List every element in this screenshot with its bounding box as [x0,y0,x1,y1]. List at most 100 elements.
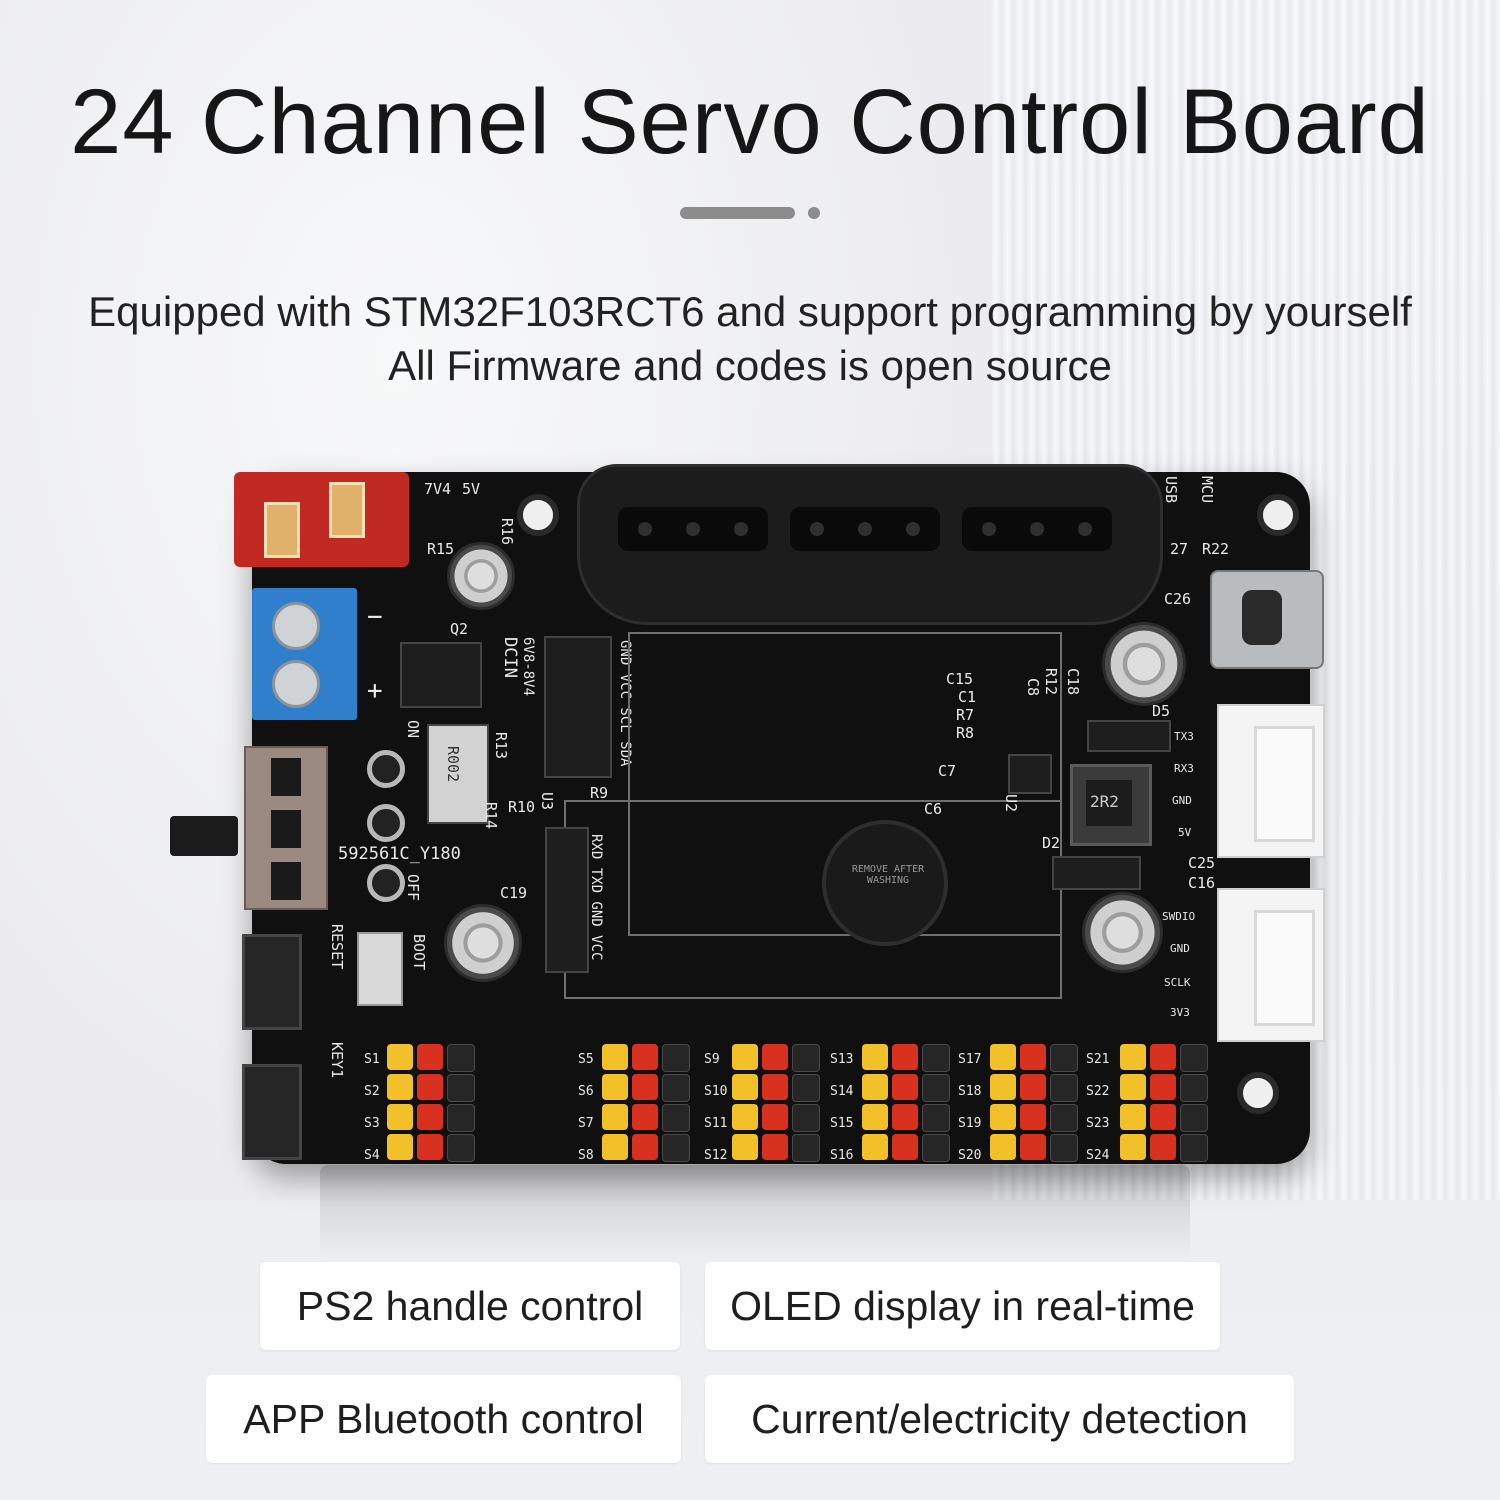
regulator-chip [1008,754,1052,794]
label-r13: R13 [492,732,510,760]
servo-label: S7 [578,1116,594,1131]
connector-pad [329,482,365,538]
servo-header-group [602,1044,738,1162]
servo-label: S1 [364,1052,380,1067]
label-5v-pin: 5V [1178,826,1192,839]
label-r12: R12 [1042,668,1060,696]
label-dcin: DCIN [500,637,520,678]
servo-label: S14 [830,1084,854,1099]
servo-label: S4 [364,1148,380,1163]
label-mcu: MCU [1198,476,1216,504]
capacitor [1082,892,1163,973]
solder-pad [367,804,405,842]
feature-bluetooth-control: APP Bluetooth control [206,1375,681,1463]
servo-label: S3 [364,1116,380,1131]
label-c16: C16 [1188,874,1216,892]
label-gnd: GND [1172,794,1192,807]
label-2r2: 2R2 [1090,792,1119,811]
buzzer-label: REMOVE AFTER WASHING [851,864,925,886]
divider-bar [680,207,795,219]
uart-header [545,827,589,973]
servo-label: S20 [958,1148,982,1163]
subtitle-line-1: Equipped with STM32F103RCT6 and support … [88,288,1412,335]
servo-label: S8 [578,1148,594,1163]
label-on: ON [404,720,422,739]
label-off: OFF [404,874,422,902]
label-c1: C1 [958,688,977,706]
switch-window [271,810,301,848]
inductor-core: 2R2 [1086,780,1132,826]
servo-label: S21 [1086,1052,1110,1067]
ps2-slot [618,507,768,551]
oled-outline [628,632,1062,936]
key1-button[interactable] [242,1064,302,1160]
bluetooth-module-outline [564,800,1062,999]
label-r22: R22 [1202,540,1230,558]
jst-housing [1254,726,1315,842]
mosfet-chip [400,642,482,708]
servo-label: S10 [704,1084,728,1099]
dc-power-connector [234,472,409,567]
board-reflection [320,1165,1190,1260]
label-c26: C26 [1164,590,1192,608]
label-c25: C25 [1188,854,1216,872]
label-r16: R16 [498,518,516,546]
label-c7: C7 [938,762,957,780]
capacitor [444,904,522,982]
label-usb: USB [1162,476,1180,504]
label-3v3: 3V3 [1170,1006,1190,1019]
label-r7: R7 [956,706,975,724]
inductor: 2R2 [1070,764,1152,846]
servo-label: S6 [578,1084,594,1099]
page-title: 24 Channel Servo Control Board [70,71,1430,173]
label-swdio: SWDIO [1162,910,1196,923]
uart-jst-connector[interactable] [1217,704,1325,858]
servo-header-group [862,1044,998,1162]
servo-label: S12 [704,1148,728,1163]
servo-label: S9 [704,1052,720,1067]
label-c6: C6 [924,800,943,818]
screw-terminal [252,588,357,720]
power-switch[interactable] [244,746,328,910]
boot-button[interactable] [357,932,403,1006]
label-c8: C8 [1024,678,1042,697]
servo-header-group [1120,1044,1256,1162]
mount-hole [1237,1072,1279,1114]
usb-c-port[interactable] [1210,570,1324,669]
screw-icon [272,660,320,708]
label-gnd2: GND [1170,942,1190,955]
label-key1: KEY1 [328,1042,346,1079]
swd-jst-connector[interactable] [1217,888,1325,1042]
label-c18: C18 [1064,668,1082,696]
servo-label: S15 [830,1116,854,1131]
label-d2: D2 [1042,834,1061,852]
servo-label: S11 [704,1116,728,1131]
switch-knob[interactable] [170,816,238,856]
label-boot: BOOT [410,934,428,971]
feature-current-detection: Current/electricity detection [705,1375,1294,1463]
diode [1052,856,1141,890]
reset-button[interactable] [242,934,302,1030]
ps2-slot [790,507,940,551]
label-5v: 5V [462,480,481,498]
label-r10: R10 [508,798,536,816]
divider-dot [808,207,820,219]
label-d5: D5 [1152,702,1171,720]
connector-pad [264,502,300,558]
servo-label: S22 [1086,1084,1110,1099]
jst-housing [1254,910,1315,1026]
mount-hole [517,494,559,536]
ps2-receiver-socket [577,464,1163,625]
label-q2: Q2 [450,620,469,638]
servo-label: S23 [1086,1116,1110,1131]
servo-header-group [387,1044,523,1162]
feature-ps2-control: PS2 handle control [260,1262,680,1350]
switch-window [271,758,301,796]
servo-header-group [732,1044,868,1162]
label-c19: C19 [500,884,528,902]
label-u3: U3 [538,792,556,811]
servo-label: S13 [830,1052,854,1067]
solder-pad [367,750,405,788]
label-uart-pins: RXD TXD GND VCC [588,834,604,961]
current-shunt-resistor [427,724,489,824]
